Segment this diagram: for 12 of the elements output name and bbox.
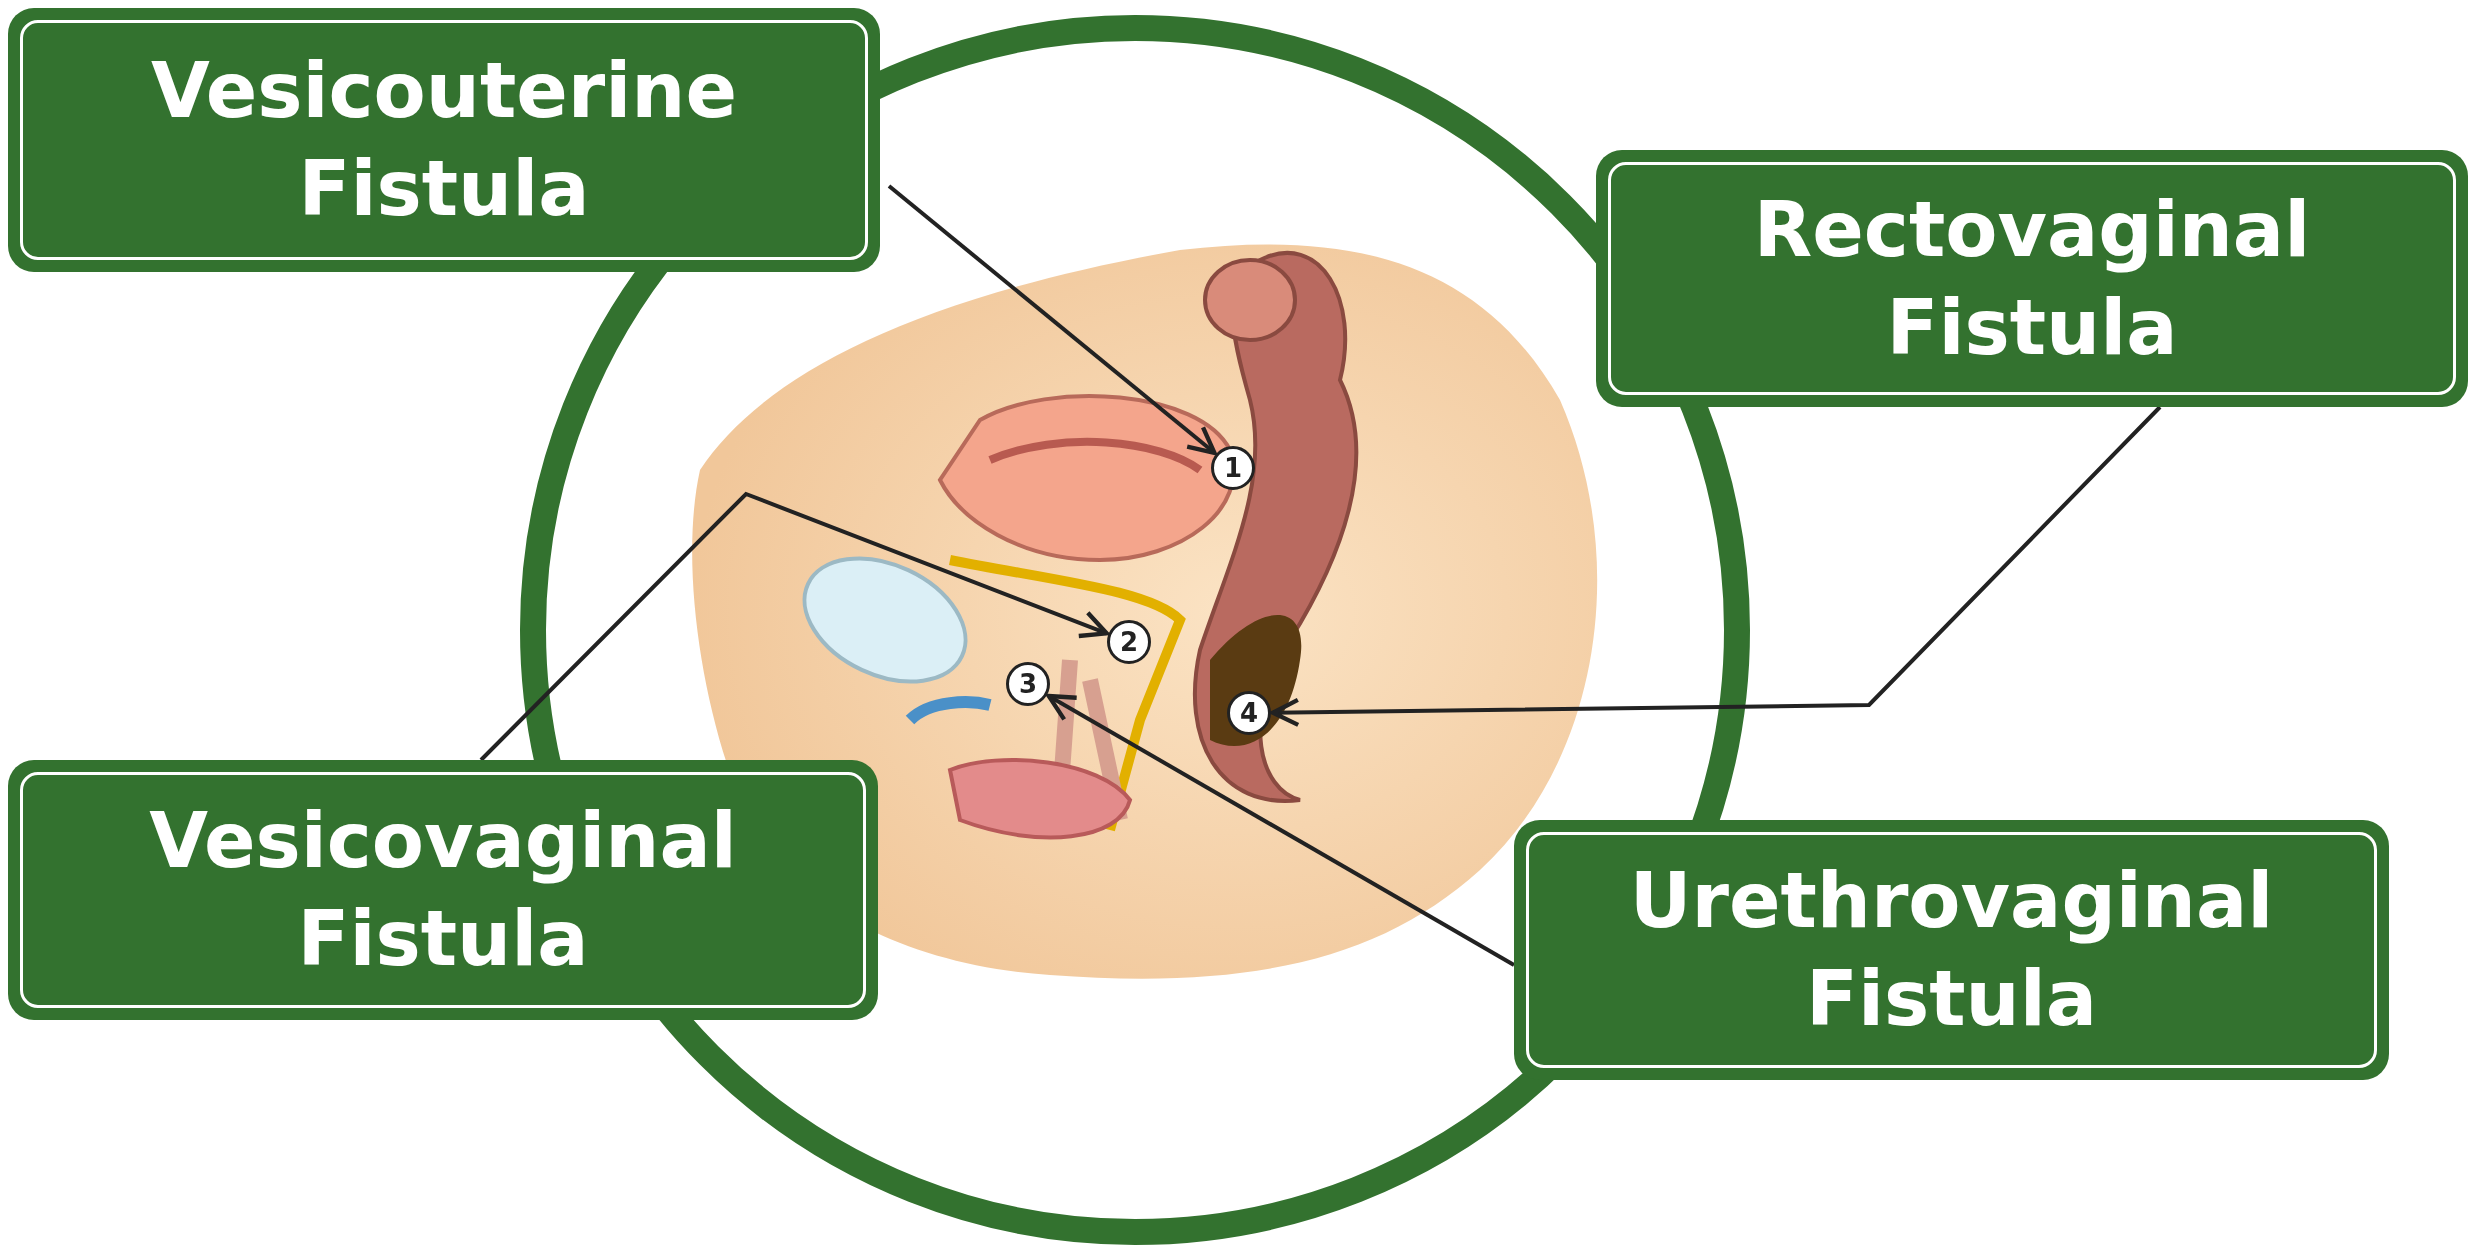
label-text: Vesicouterine Fistula — [150, 45, 738, 235]
label-text: Rectovaginal Fistula — [1752, 183, 2312, 374]
label-box — [1596, 150, 2468, 407]
leader-arrow — [479, 491, 1109, 762]
leader-arrow — [887, 184, 1217, 455]
leader-arrow — [1046, 693, 1515, 967]
label-box — [8, 760, 878, 1020]
label-box — [1514, 820, 2389, 1080]
label-box — [8, 8, 880, 272]
leader-arrow — [1270, 405, 2162, 728]
label-text: Vesicovaginal Fistula — [148, 795, 738, 985]
label-text: Urethrovaginal Fistula — [1628, 855, 2275, 1045]
